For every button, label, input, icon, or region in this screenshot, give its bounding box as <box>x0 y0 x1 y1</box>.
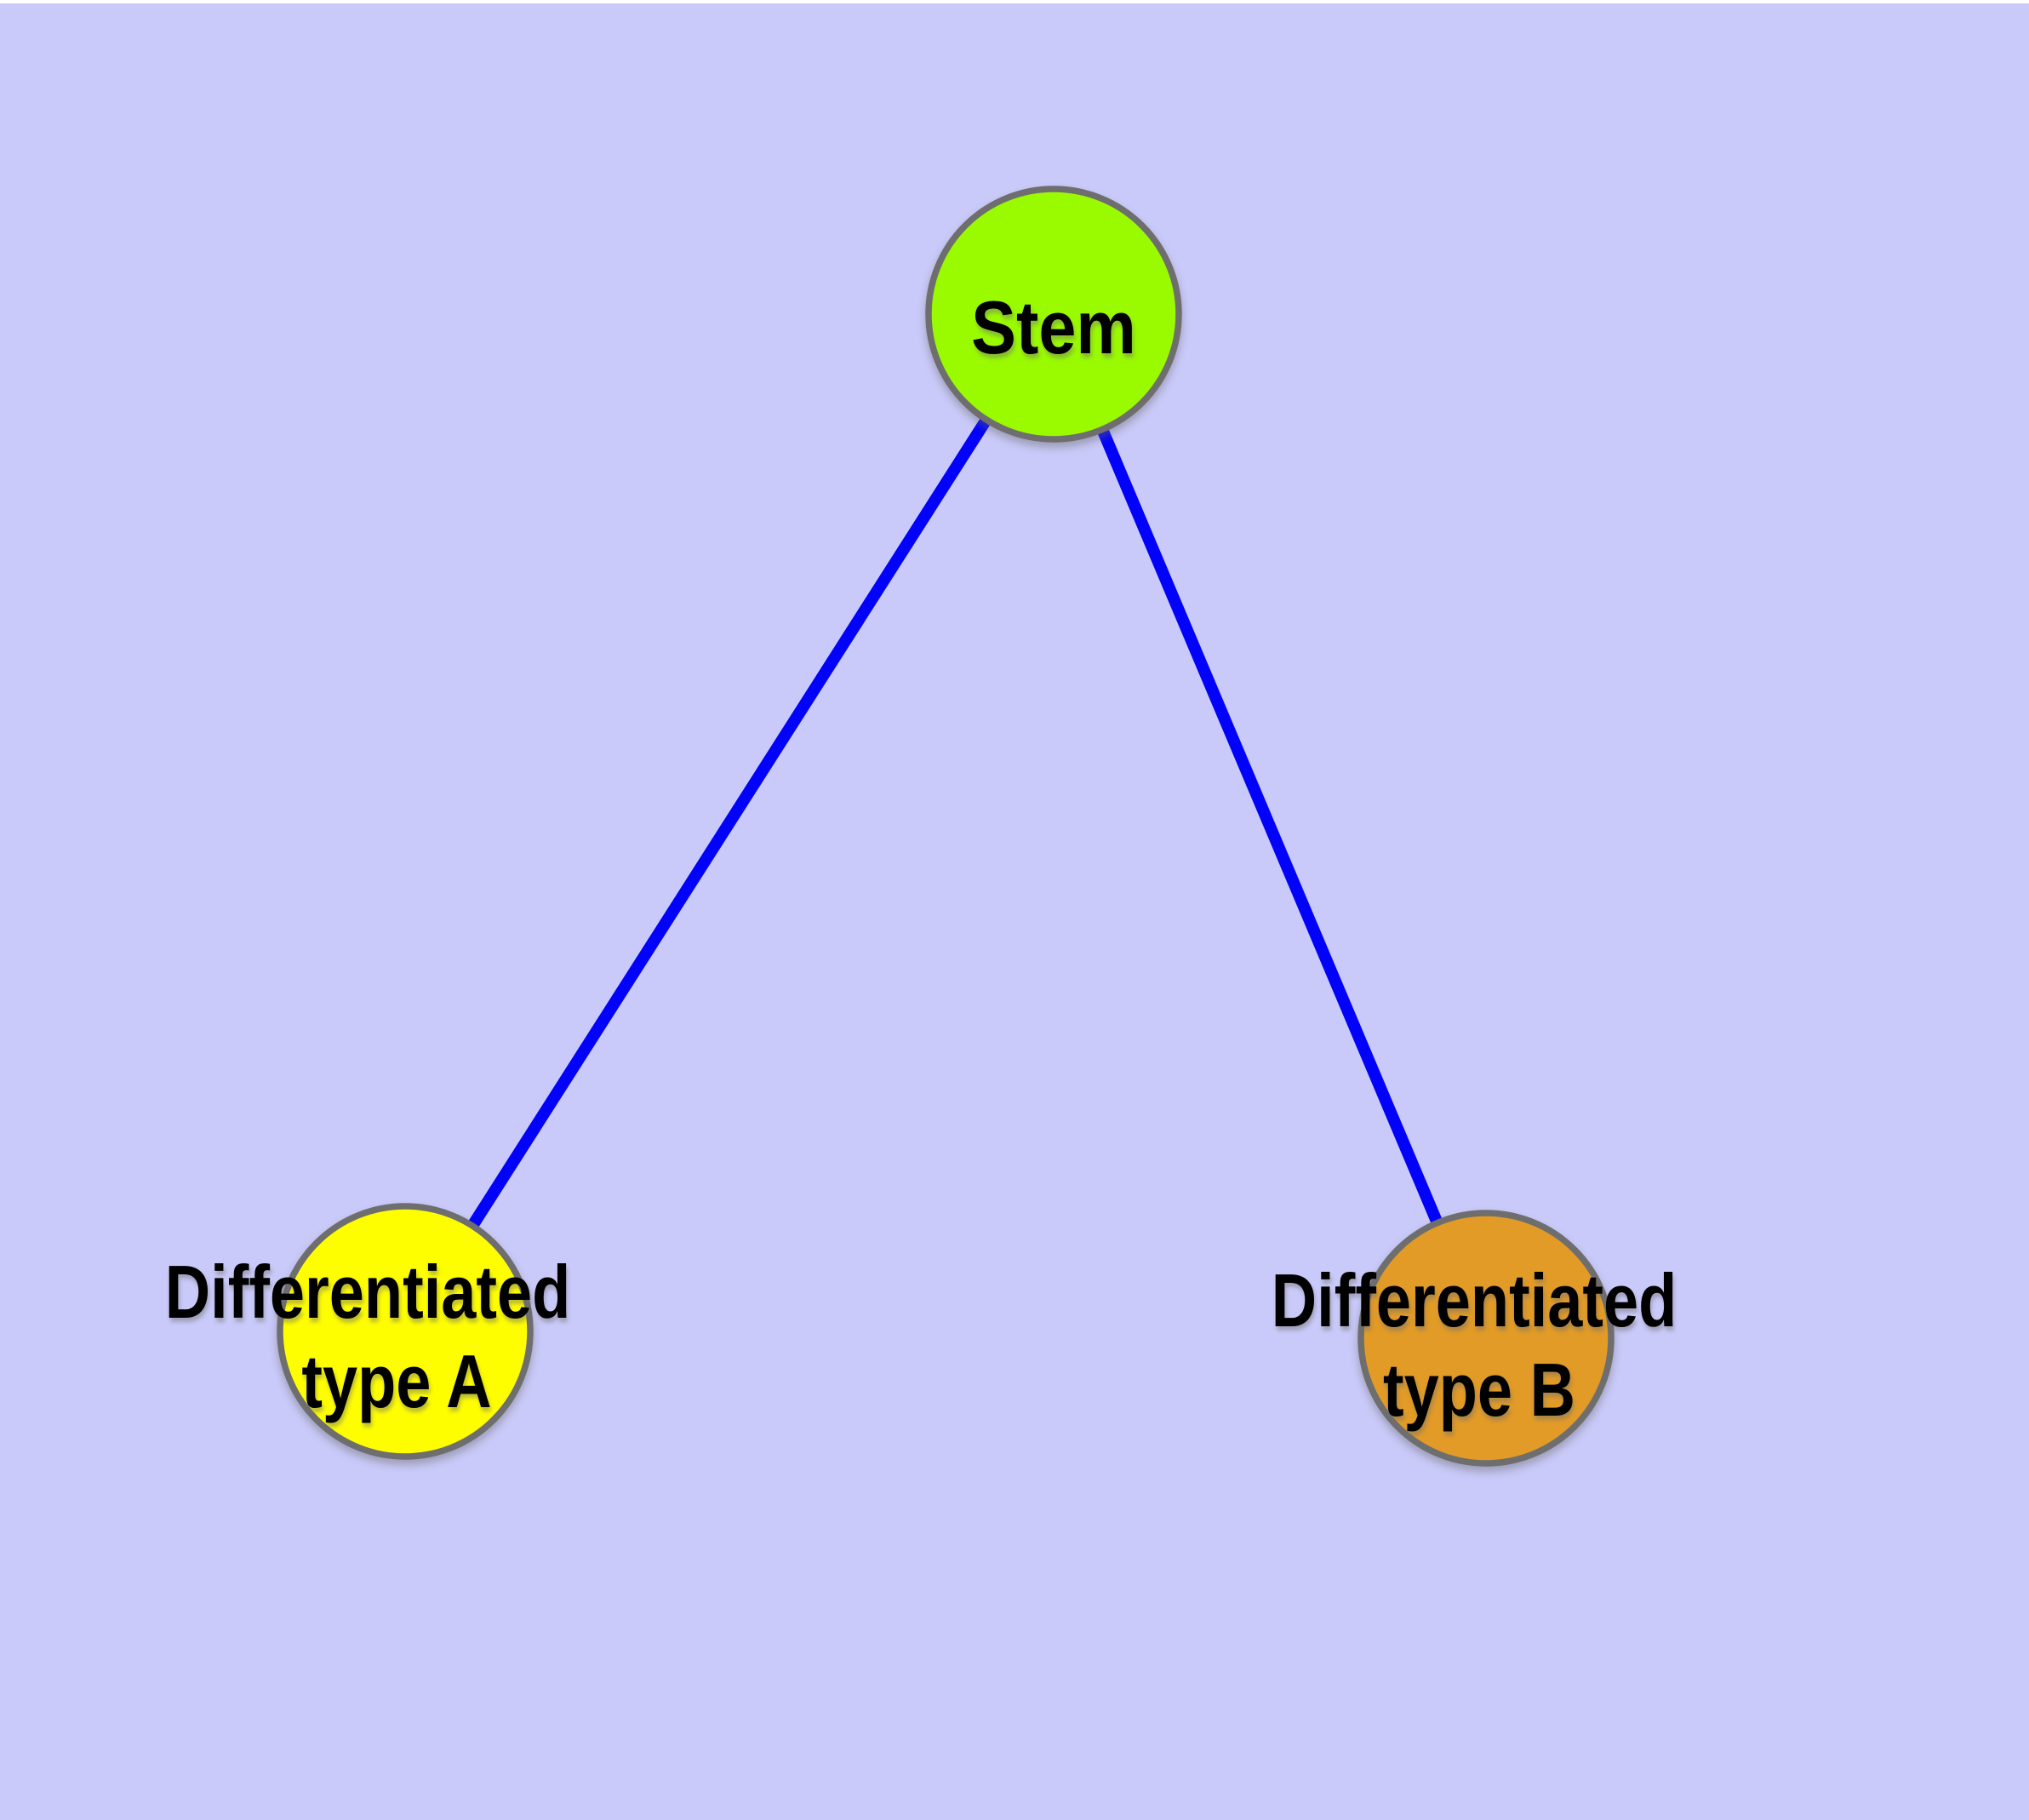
node-differentiated-type-a-label-line2: type A <box>301 1339 492 1423</box>
edge-stem-to-type-a <box>400 311 1059 1335</box>
node-stem-label: Stem <box>971 285 1136 369</box>
node-differentiated-type-a-label-line1: Differentiated <box>164 1250 571 1334</box>
edge-stem-to-type-b <box>1048 312 1492 1341</box>
node-stem-circle <box>925 186 1182 443</box>
graph-svg <box>277 186 1615 1467</box>
node-differentiated-type-b-label-line2: type B <box>1383 1348 1575 1432</box>
node-differentiated-type-a-circle <box>277 1203 534 1460</box>
node-differentiated-type-b-label-line1: Differentiated <box>1271 1258 1677 1342</box>
node-differentiated-type-b-circle <box>1357 1210 1615 1467</box>
graph-canvas: Stem Differentiated type A Differentiate… <box>0 3 2029 1820</box>
